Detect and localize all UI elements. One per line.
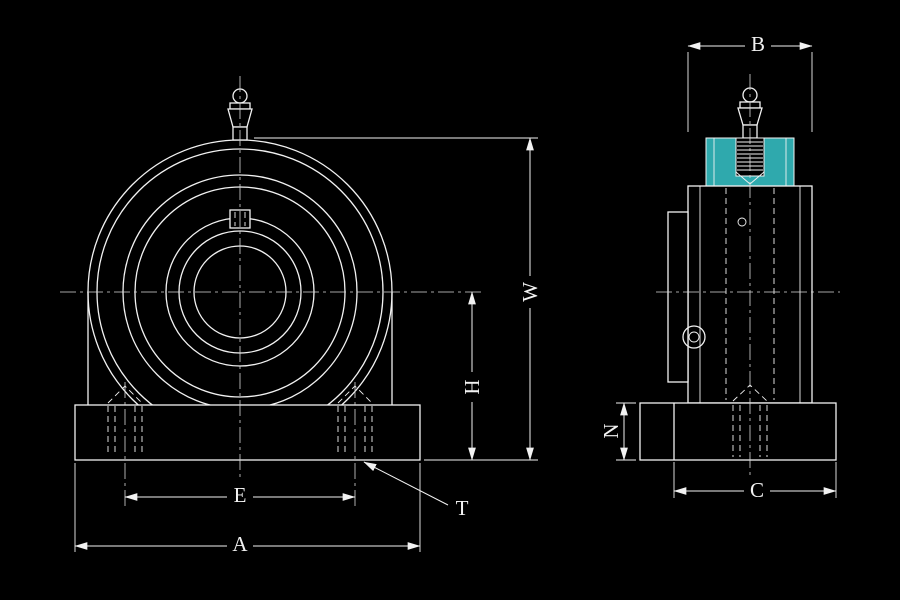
- dim-A: A: [74, 463, 421, 557]
- dim-label-center-height: H: [460, 379, 484, 394]
- dim-B: B: [687, 32, 813, 132]
- dim-label-base-thickness: T: [456, 496, 469, 520]
- centerlines: [60, 74, 840, 508]
- lug-hole-outer: [682, 325, 706, 349]
- dim-E: E: [124, 483, 356, 508]
- dim-N: N: [599, 402, 636, 461]
- dim-label-base-length: A: [232, 532, 248, 556]
- dim-label-overall-height: W: [518, 282, 542, 302]
- dim-label-bolt-spacing: E: [234, 483, 247, 507]
- base-front: [74, 404, 421, 461]
- dim-C: C: [673, 462, 837, 503]
- dim-H: H: [460, 291, 484, 461]
- front-view: [74, 88, 421, 461]
- dimensions: W H E A T B: [74, 32, 837, 557]
- dim-W: W: [254, 137, 542, 461]
- side-lug: [667, 211, 706, 383]
- side-view: [639, 87, 837, 461]
- base-side: [639, 384, 837, 461]
- grease-passage-hole: [737, 217, 747, 227]
- dim-T: T: [363, 461, 469, 520]
- dim-label-housing-width: B: [751, 32, 765, 56]
- lug-hole-inner: [688, 331, 700, 343]
- dim-label-base-height: N: [599, 423, 623, 438]
- dim-label-base-width: C: [750, 478, 764, 502]
